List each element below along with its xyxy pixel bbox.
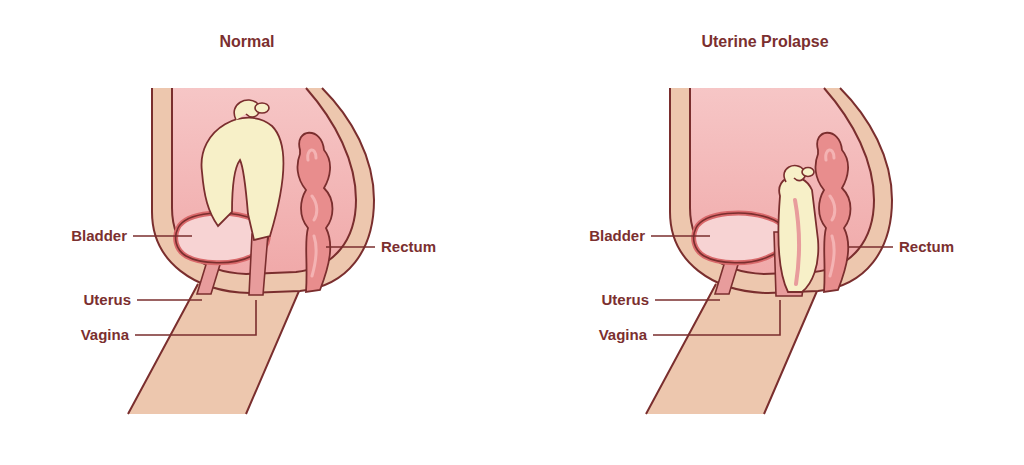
- leader-line: [137, 299, 202, 301]
- pelvis-section: [646, 88, 892, 414]
- vagina: [249, 234, 268, 295]
- leader-line: [651, 235, 710, 237]
- uterine-cavity: [795, 200, 799, 284]
- normal-panel: [128, 88, 375, 414]
- ovary: [802, 168, 814, 177]
- part-label: Vagina: [599, 326, 647, 343]
- leader-line: [653, 300, 780, 335]
- part-label: Uterus: [601, 291, 649, 308]
- uterus: [202, 118, 284, 240]
- pelvis-section: [128, 88, 374, 414]
- prolapse-panel: [646, 88, 893, 414]
- leader-line: [326, 246, 375, 248]
- panel-title: Uterine Prolapse: [701, 33, 828, 51]
- leader-line: [848, 246, 893, 248]
- part-label: Vagina: [81, 326, 129, 343]
- part-label: Rectum: [899, 238, 954, 255]
- panel-title: Normal: [219, 33, 274, 51]
- uterus: [778, 177, 818, 292]
- part-label: Bladder: [589, 227, 645, 244]
- leader-line: [135, 300, 256, 335]
- leader-line: [133, 235, 192, 237]
- part-label: Rectum: [381, 238, 436, 255]
- part-label: Uterus: [83, 291, 131, 308]
- leader-line: [655, 299, 720, 301]
- ovary: [255, 103, 269, 113]
- part-label: Bladder: [71, 227, 127, 244]
